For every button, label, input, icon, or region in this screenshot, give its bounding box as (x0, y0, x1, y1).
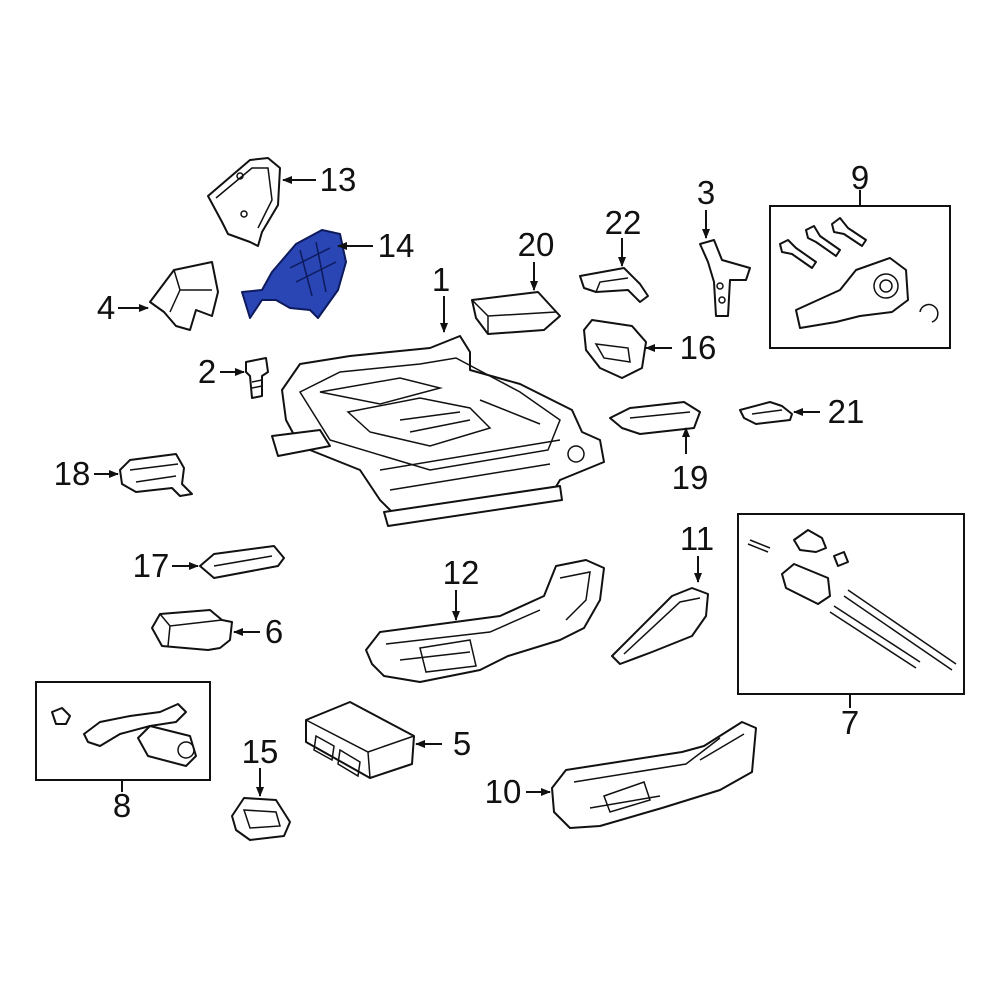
callout-17: 17 (133, 547, 170, 584)
part-11-panel (611, 587, 709, 665)
callout-8: 8 (113, 787, 131, 824)
part-21-bracket (739, 401, 793, 425)
part-8-motor-kit (35, 681, 211, 781)
part-18-bracket (119, 453, 193, 497)
callout-15: 15 (242, 733, 279, 770)
part-13-cover (207, 157, 281, 247)
part-4-bracket (149, 261, 219, 331)
part-1-seat-frame (271, 335, 605, 527)
callout-2: 2 (198, 353, 216, 390)
callout-9: 9 (851, 159, 869, 196)
part-7-rod-kit (737, 513, 965, 695)
part-5-control-module (305, 701, 415, 779)
callout-16: 16 (680, 329, 717, 366)
callout-10: 10 (485, 773, 522, 810)
callout-14: 14 (378, 227, 415, 264)
callout-4: 4 (97, 289, 115, 326)
part-2-bolt (245, 357, 269, 399)
callout-1: 1 (432, 261, 450, 298)
callout-3: 3 (697, 174, 715, 211)
part-15-knob (231, 797, 291, 841)
part-16-switch (583, 319, 647, 379)
callout-22: 22 (605, 204, 642, 241)
part-3-bracket (699, 239, 751, 317)
callout-13: 13 (320, 161, 357, 198)
callout-6: 6 (265, 613, 283, 650)
callout-12: 12 (443, 554, 480, 591)
part-10-side-cover (551, 721, 757, 829)
callout-7: 7 (841, 704, 859, 741)
part-17-handle (199, 545, 285, 579)
callout-11: 11 (680, 520, 714, 557)
callout-18: 18 (54, 455, 91, 492)
part-22-bracket (579, 267, 649, 303)
part-14-highlighted-cover (241, 229, 347, 319)
part-9-motor-kit (769, 205, 951, 349)
callout-19: 19 (672, 459, 709, 496)
part-20-tray (471, 291, 561, 335)
part-19-bracket (609, 401, 701, 435)
part-12-side-shield (365, 559, 605, 683)
callout-21: 21 (828, 393, 865, 430)
part-6-module (151, 609, 233, 651)
callout-5: 5 (453, 725, 471, 762)
callout-20: 20 (518, 226, 555, 263)
